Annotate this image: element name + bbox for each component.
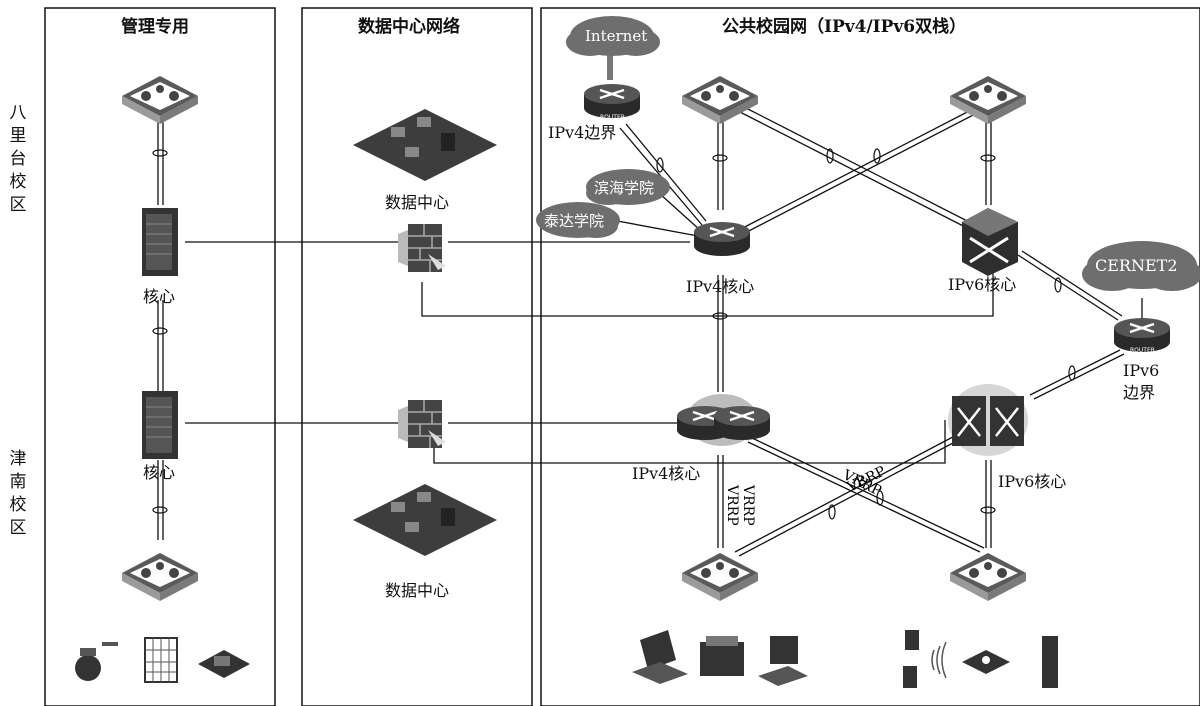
- vrrp-label: VRRP: [740, 484, 756, 526]
- link-ipv4-core-dist-cross: [734, 107, 980, 237]
- ipv6-core-label: IPv6核心: [948, 275, 1017, 294]
- switch-icon: [122, 76, 198, 124]
- vrrp-label: VRRP: [724, 484, 740, 526]
- printer-icon: [700, 636, 744, 676]
- datacenter-room-icon: [353, 109, 497, 181]
- ipv4-core-label: IPv4核心: [632, 464, 701, 483]
- camera-icon: [75, 642, 118, 681]
- ipv4-core-bottom-router-icon: [675, 394, 772, 446]
- switch-icon: [122, 553, 198, 601]
- campus-label-balitai: 八里台校区: [9, 103, 27, 215]
- link-ipv6-border-ipv6-core-bottom: [1029, 349, 1125, 400]
- cernet2-cloud-icon: [1082, 241, 1200, 291]
- switch-icon: [950, 553, 1026, 601]
- router-tag: ROUTER: [600, 114, 625, 121]
- switch-icon: [682, 553, 758, 601]
- management-column-box: [44, 7, 276, 706]
- cernet2-cloud-label: CERNET2: [1095, 256, 1178, 275]
- link-ipv4-core-top-bottom: [717, 275, 724, 392]
- desktop-computer-icon: [758, 636, 808, 686]
- internet-cloud-icon: [566, 16, 660, 56]
- wireless-access-point-icon: [962, 650, 1010, 674]
- core-label: 核心: [143, 463, 176, 482]
- firewall-icon: [397, 399, 447, 449]
- link-taida-ipv4-core: [611, 219, 699, 237]
- datacenter-room-icon: [353, 484, 497, 556]
- ipv6-core-label: IPv6核心: [998, 472, 1067, 491]
- campus-label-jinnan: 津南校区: [9, 449, 27, 538]
- datacenter-label: 数据中心: [385, 581, 450, 600]
- internet-cloud-label: Internet: [585, 27, 648, 45]
- link-ipv6-core-bottom-access: [985, 460, 992, 548]
- link-ipv4-core-access-right: [747, 437, 985, 553]
- link-dist-ipv6-core-cross: [739, 106, 980, 233]
- router-tag: ROUTER: [1130, 347, 1155, 354]
- switch-icon: [682, 76, 758, 124]
- ipv6-core-switch-icon: [962, 208, 1018, 276]
- taida-cloud-icon: [536, 202, 620, 238]
- link-dist-ipv4-core: [717, 122, 724, 210]
- taida-cloud-label: 泰达学院: [544, 212, 605, 230]
- link-core-bottom-mgmt-switch: [157, 460, 164, 540]
- switch-icon: [950, 76, 1026, 124]
- ipv4-core-label: IPv4核心: [686, 277, 755, 296]
- datacenter-column-header: 数据中心网络: [358, 17, 460, 37]
- ipv6-core-bottom-switch-icon: [948, 384, 1028, 456]
- ipv4-core-router-icon: [692, 220, 752, 258]
- ipv6-border-label: IPv6: [1123, 361, 1160, 380]
- binhai-cloud-label: 滨海学院: [594, 179, 655, 197]
- column-boxes: [44, 7, 1200, 706]
- card-reader-icon: [198, 650, 250, 678]
- core-label: 核心: [143, 287, 176, 306]
- firewall-icon: [397, 223, 447, 273]
- ipv6-border-label: 边界: [1123, 383, 1156, 402]
- tablet-icon: [903, 630, 919, 688]
- binhai-cloud-icon: [586, 169, 670, 205]
- management-column-header: 管理专用: [121, 17, 189, 37]
- ipv4-border-router-icon: [582, 82, 642, 120]
- core-chassis-icon: [141, 390, 179, 460]
- link-ipv6-core-border: [1017, 250, 1123, 321]
- datacenter-label: 数据中心: [385, 193, 450, 212]
- link-markers: [152, 148, 1076, 520]
- door-access-panel-icon: [144, 637, 178, 683]
- link-dist-ipv6-core: [985, 122, 992, 205]
- link-ipv6-core-access-left: [734, 429, 971, 557]
- laptop-icon: [632, 630, 688, 684]
- link-core-top-core-bottom: [157, 300, 164, 392]
- server-tower-icon: [1042, 636, 1058, 688]
- link-mgmt-switch-core-top: [157, 120, 164, 205]
- campus-column-box: [540, 7, 1200, 706]
- core-chassis-icon: [141, 207, 179, 277]
- link-ipv4-core-bottom-access: [717, 455, 724, 548]
- campus-column-header: 公共校园网（IPv4/IPv6双栈）: [722, 17, 967, 37]
- links: [157, 55, 1143, 557]
- ipv4-border-label: IPv4边界: [548, 123, 617, 142]
- wifi-signal-icon: [931, 641, 947, 679]
- datacenter-column-box: [301, 7, 533, 706]
- link-firewall-ipv6-core-top: [421, 268, 994, 317]
